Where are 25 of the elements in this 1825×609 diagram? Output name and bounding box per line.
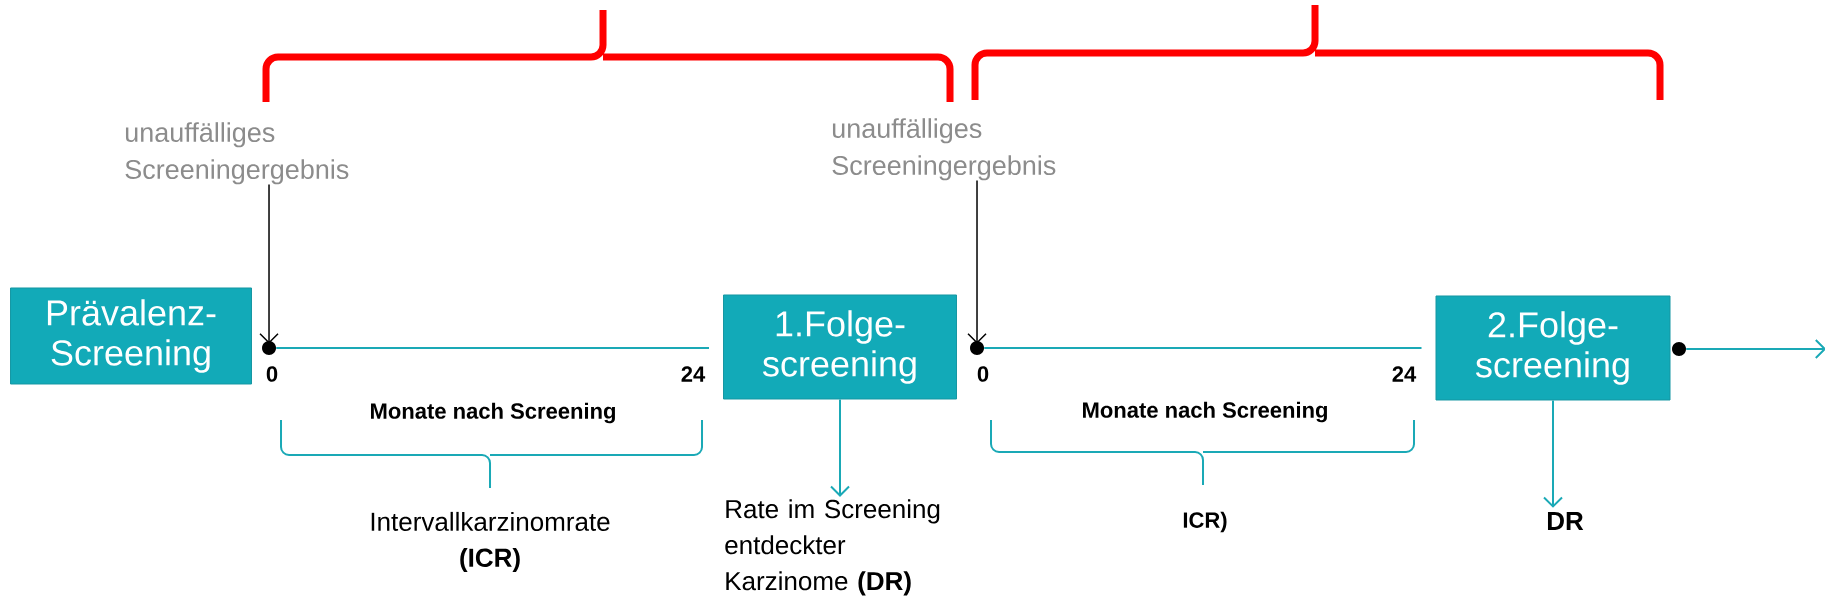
- process-box: Prävalenz- Screening: [10, 287, 252, 385]
- rate-label: Intervallkarzinomrate (ICR): [371, 511, 610, 573]
- axis-title: Monate nach Screening: [1083, 401, 1327, 423]
- timeline: [275, 347, 710, 349]
- timeline-dot: [262, 341, 276, 355]
- axis-tick-label: 24: [681, 366, 706, 382]
- annotation-text: unauffälliges Screeningergebnis: [125, 122, 349, 185]
- arrow: [967, 179, 987, 344]
- rate-text: Rate im Screening entdeckter Karzinome (DR): [725, 499, 940, 596]
- rate-text: DR: [1547, 512, 1584, 530]
- axis-tick-label: 24: [1392, 366, 1417, 382]
- timeline: [983, 347, 1423, 349]
- timeline-dot: [970, 341, 984, 355]
- axis-title: Monate nach Screening: [371, 402, 615, 424]
- rate-label: ICR): [1183, 511, 1227, 533]
- axis-tick-label: 0: [977, 366, 989, 382]
- timeline-dot: [1672, 342, 1686, 356]
- arrow: [830, 398, 850, 497]
- arrow: [259, 183, 279, 344]
- process-box: 1.Folge- screening: [723, 294, 957, 400]
- process-box: 2.Folge- screening: [1435, 295, 1671, 401]
- arrow: [1543, 399, 1563, 508]
- arrow: [1685, 339, 1825, 359]
- axis-tick-label: 0: [266, 366, 278, 382]
- annotation-text: unauffälliges Screeningergebnis: [832, 118, 1056, 181]
